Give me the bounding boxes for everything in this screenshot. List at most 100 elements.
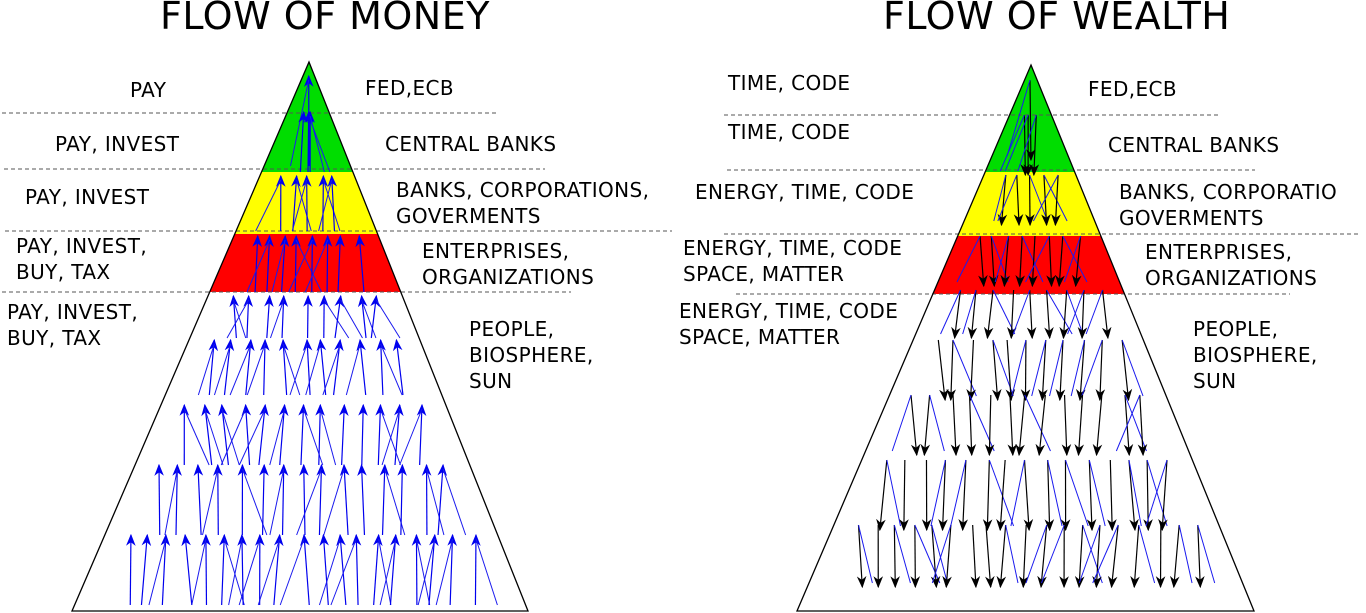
wealth-outline: [796, 63, 1255, 612]
money-connector: [228, 538, 243, 606]
wealth-arrow: [1028, 235, 1038, 288]
money-band-green: [261, 62, 353, 172]
money-arrow: [303, 294, 313, 339]
wealth-connector: [1025, 235, 1050, 283]
money-arrow: [258, 403, 269, 466]
wealth-arrow: [1071, 235, 1082, 288]
money-band-red: [209, 234, 401, 292]
money-connector: [417, 538, 436, 606]
wealth-arrow: [1006, 289, 1017, 340]
wealth-connector: [1041, 524, 1065, 584]
money-connector: [378, 538, 392, 606]
wealth-arrow: [1007, 394, 1018, 457]
wealth-arrow: [1015, 394, 1026, 457]
money-arrow: [375, 403, 385, 466]
wealth-connector: [930, 459, 946, 527]
money-arrow: [241, 403, 252, 466]
money-arrow: [370, 294, 380, 339]
wealth-arrow: [1044, 289, 1054, 340]
money-band-yellow: [234, 172, 378, 234]
money-connector: [271, 239, 286, 293]
wealth-connector: [1178, 524, 1193, 584]
wealth-arrow: [997, 174, 1008, 227]
wealth-arrow: [1059, 289, 1069, 340]
wealth-connector: [1011, 339, 1027, 397]
money-connector: [191, 538, 207, 606]
money-arrow: [358, 403, 368, 466]
money-arrow: [291, 174, 301, 232]
wealth-arrow: [1107, 524, 1119, 589]
wealth-connector: [893, 524, 911, 584]
money-arrow: [376, 338, 386, 396]
money-connector: [322, 343, 341, 396]
money-arrow: [278, 463, 289, 536]
money-connector: [345, 343, 361, 396]
money-connector: [318, 538, 341, 606]
wealth-connector: [1138, 524, 1156, 584]
wealth-connector: [891, 394, 912, 452]
wealth-arrow: [1074, 394, 1085, 457]
wealth-arrow: [992, 339, 1002, 402]
wealth-arrow: [1013, 174, 1024, 227]
money-connector: [375, 299, 401, 339]
money-connector: [475, 538, 498, 606]
wealth-arrow: [1195, 524, 1205, 589]
wealth-arrow: [1026, 79, 1036, 162]
wealth-arrow: [876, 459, 888, 532]
wealth-connector: [1024, 394, 1051, 452]
wealth-connector: [1006, 79, 1031, 157]
money-connector: [322, 179, 341, 232]
money-connector: [246, 239, 271, 293]
wealth-connector: [914, 524, 941, 584]
wealth-band-red: [932, 236, 1125, 294]
money-arrow: [319, 533, 329, 606]
money-arrow: [471, 533, 481, 606]
money-connector: [361, 299, 377, 339]
money-connector: [282, 343, 301, 396]
wealth-arrow: [1137, 394, 1148, 457]
money-arrow: [278, 338, 289, 396]
money-connector: [318, 179, 333, 232]
money-connector: [232, 299, 247, 339]
wealth-arrow: [984, 394, 995, 457]
money-connector: [223, 538, 245, 606]
money-arrow: [437, 463, 448, 536]
wealth-connector: [1062, 235, 1088, 283]
wealth-arrow: [1015, 235, 1025, 288]
money-arrow: [252, 234, 263, 293]
money-connector: [289, 343, 308, 396]
wealth-arrow: [1000, 235, 1011, 288]
wealth-arrow: [1128, 459, 1139, 532]
money-connector: [183, 408, 210, 466]
wealth-arrow: [890, 524, 900, 589]
wealth-connector: [997, 174, 1018, 222]
wealth-connector: [931, 524, 948, 584]
money-arrow: [273, 533, 284, 606]
wealth-arrow: [1046, 235, 1056, 288]
wealth-connector: [1092, 524, 1119, 584]
money-connector: [305, 343, 321, 396]
money-connector: [221, 408, 240, 466]
wealth-arrow: [983, 289, 994, 340]
money-arrow: [201, 403, 213, 466]
money-arrow: [264, 234, 274, 293]
wealth-arrow: [1044, 459, 1055, 532]
wealth-level-fed: FED,ECB: [1088, 77, 1178, 101]
wealth-connector: [1121, 339, 1144, 397]
wealth-arrow: [950, 394, 961, 457]
money-connector: [197, 343, 215, 396]
wealth-connector: [1031, 339, 1047, 397]
wealth-connector: [992, 289, 1016, 335]
wealth-flow-central: TIME, CODE: [728, 120, 851, 144]
wealth-connector: [1032, 174, 1059, 222]
money-arrow: [339, 403, 349, 466]
wealth-arrow: [1130, 524, 1140, 589]
wealth-arrow: [1037, 524, 1048, 589]
money-title: FLOW OF MONEY: [160, 0, 490, 38]
wealth-arrow: [970, 524, 981, 589]
money-arrow: [394, 403, 404, 466]
money-arrow: [193, 463, 204, 536]
money-arrow: [181, 533, 193, 606]
wealth-arrow: [1029, 114, 1040, 177]
money-connector: [296, 468, 322, 536]
